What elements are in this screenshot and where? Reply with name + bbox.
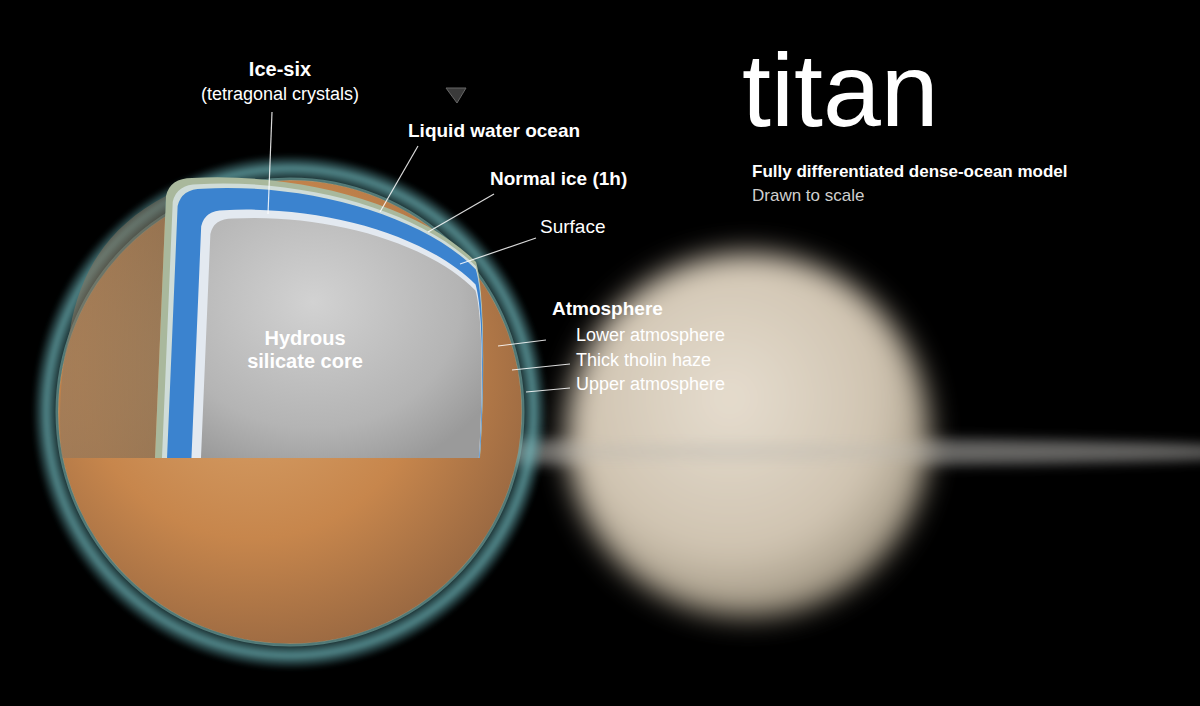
surface-crust [155,177,483,458]
callout-label: Thick tholin haze [576,350,711,371]
ice-six-layer [191,210,482,458]
callout-label: Surface [540,216,605,238]
callout-label: Lower atmosphere [576,325,725,346]
leader-line [428,194,494,232]
title-slot: titan [742,38,939,142]
callout-label: Upper atmosphere [576,374,725,395]
callout-label: Liquid water ocean [408,120,580,142]
label-slot: (tetragonal crystals) [201,84,359,105]
label-slot: Ice-six [249,58,311,81]
leader-line [498,340,546,346]
core-shape [201,218,482,458]
label-slot: Atmosphere [552,298,663,320]
core-label: Hydrous silicate core [230,327,380,373]
callout-label: Drawn to scale [752,186,864,206]
back-face [60,196,166,458]
label-slot: Upper atmosphere [576,374,725,395]
label-slot: Liquid water ocean [408,120,580,142]
leader-line [512,364,570,370]
liquid-water-ocean [167,188,483,458]
title: titan [742,38,939,142]
label-slot: Drawn to scale [752,186,864,206]
label-slot: Normal ice (1h) [490,168,627,190]
lower-atmosphere [57,179,523,645]
callout-label: Ice-six [249,58,311,81]
label-slot: Lower atmosphere [576,325,725,346]
titan-surface [58,180,522,644]
probe-marker [446,88,466,103]
label-slot: Fully differentiated dense-ocean model [752,162,1068,182]
leader-line [460,238,536,264]
normal-ice-layer [162,183,483,458]
callout-label: Normal ice (1h) [490,168,627,190]
silicate-core: Hydrous silicate core [200,222,490,462]
label-slot: Thick tholin haze [576,350,711,371]
callout-label: (tetragonal crystals) [201,84,359,105]
cutaway-shells [155,177,483,458]
leader-line [526,388,570,392]
leader-line [268,112,272,214]
leader-line [380,146,418,212]
atmosphere-halo [32,154,548,670]
callout-label: Fully differentiated dense-ocean model [752,162,1068,182]
label-slot: Surface [540,216,605,238]
callout-label: Atmosphere [552,298,663,320]
